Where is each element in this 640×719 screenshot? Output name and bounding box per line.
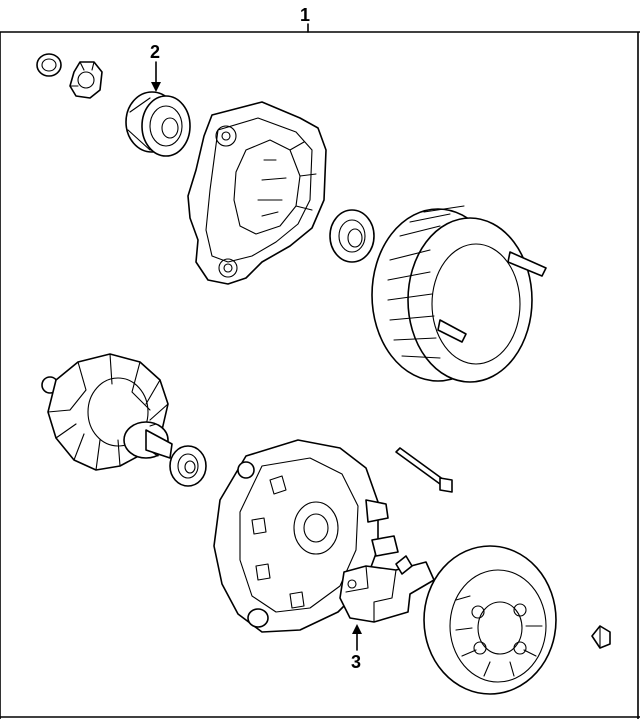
front-housing-part xyxy=(187,101,327,285)
callout-2-arrowhead xyxy=(151,82,161,92)
callout-2-label: 2 xyxy=(150,42,160,62)
callout-3-arrowhead xyxy=(352,624,362,634)
callout-2[interactable]: 2 xyxy=(150,42,161,92)
callout-1-label: 1 xyxy=(300,5,310,25)
front-bearing-part xyxy=(329,209,375,263)
nut-part xyxy=(69,61,103,99)
assembly-frame xyxy=(0,31,640,719)
callout-3-label: 3 xyxy=(351,652,361,672)
rear-bearing-part xyxy=(169,445,207,487)
regulator-part xyxy=(339,555,435,623)
terminal-cap-part xyxy=(591,625,611,649)
stator-part xyxy=(371,205,547,383)
callout-1[interactable]: 1 xyxy=(300,5,310,33)
pulley-part xyxy=(125,91,191,157)
rear-housing-part xyxy=(213,439,399,633)
callout-3[interactable]: 3 xyxy=(351,624,362,672)
rear-cover-part xyxy=(423,545,557,695)
rotor-part xyxy=(41,353,173,471)
through-bolt-part xyxy=(395,447,453,493)
washer-part xyxy=(36,53,62,77)
